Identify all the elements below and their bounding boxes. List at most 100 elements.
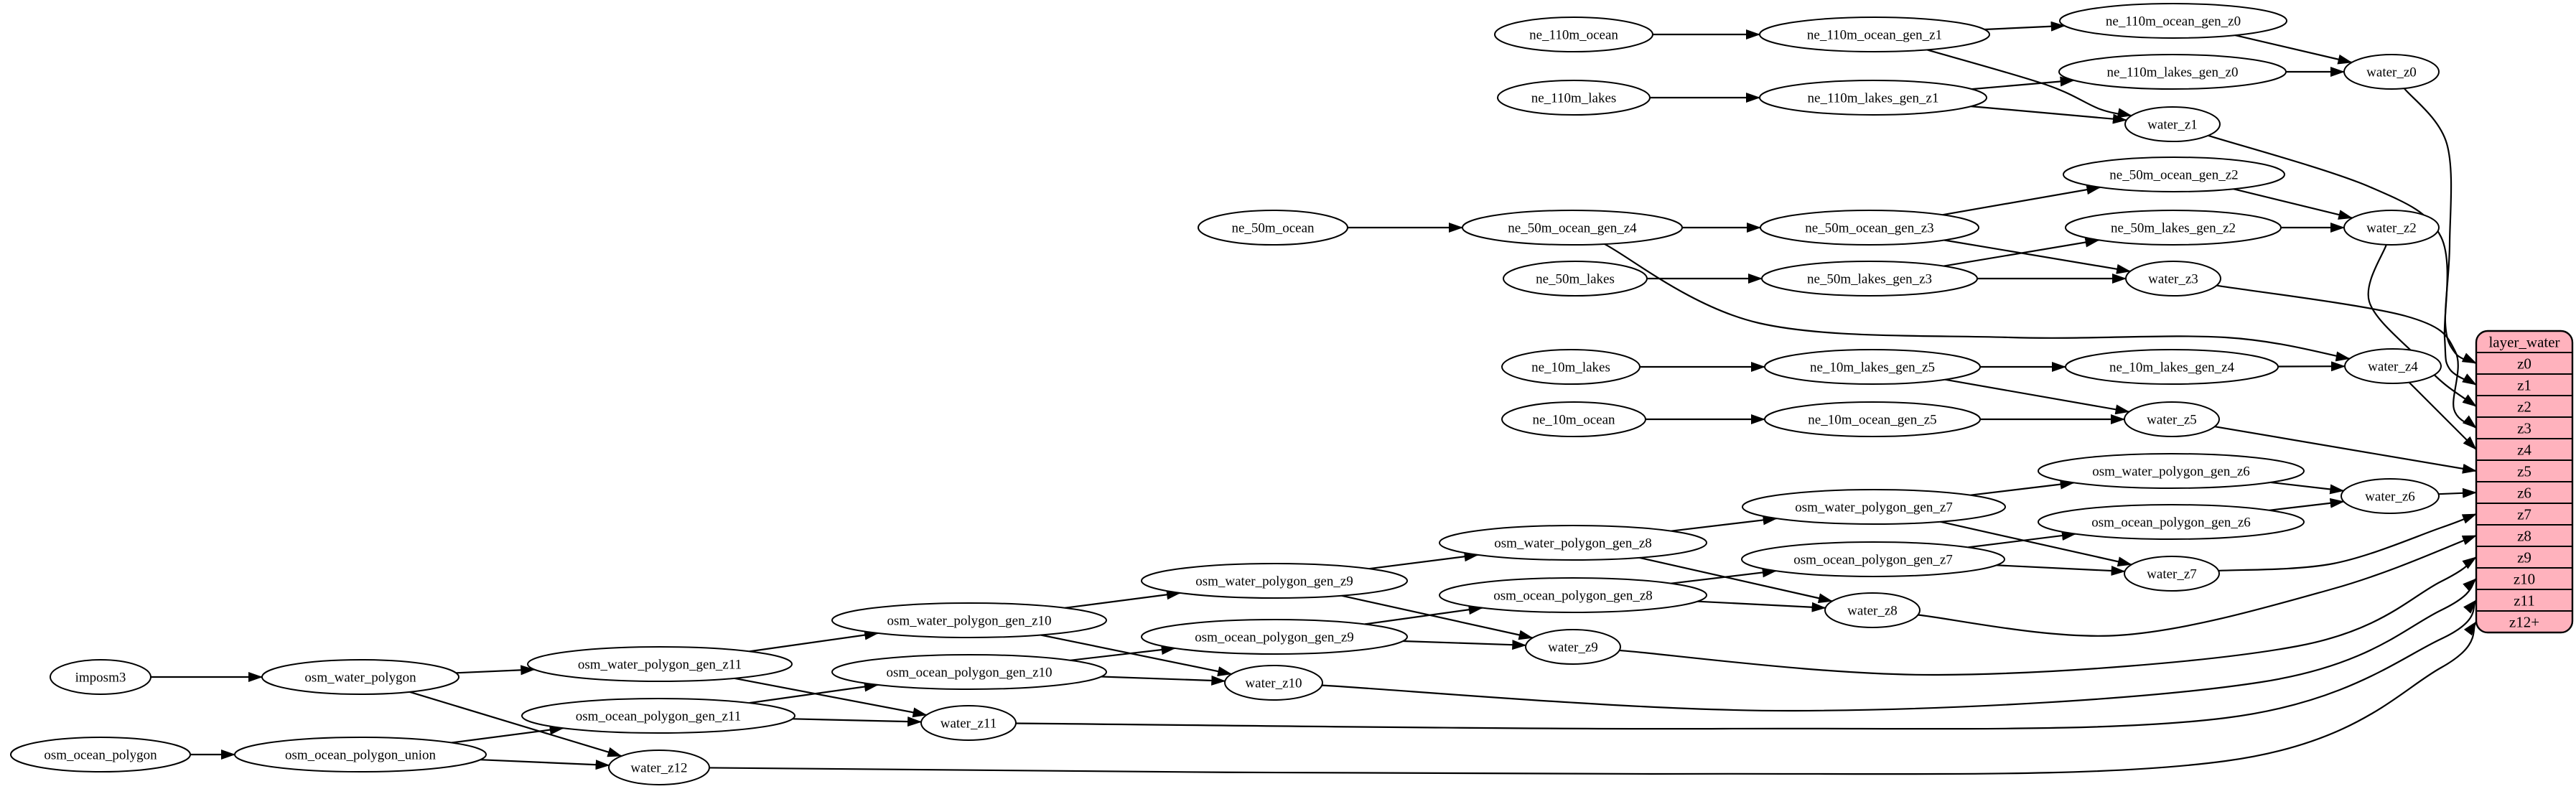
node-label-ne_110m_ocean: ne_110m_ocean: [1529, 28, 1618, 43]
node-shape-water_z4: [2344, 348, 2442, 384]
edge-water_z8-to-z8: [1918, 534, 2477, 637]
edge-osm_water_polygon_gen_z11-to-osm_water_polygon_gen_z10: [749, 630, 879, 653]
node-shape-water_z7: [2124, 556, 2220, 592]
node-shape-water_z11: [920, 705, 1017, 741]
node-ne_50m_ocean_gen_z3: ne_50m_ocean_gen_z3: [1760, 210, 1979, 246]
node-shape-osm_water_polygon_gen_z11: [527, 646, 793, 682]
edge-ne_110m_ocean_gen_z1-to-ne_110m_ocean_gen_z0: [1984, 21, 2066, 32]
edge-osm_ocean_polygon_gen_z9-to-osm_ocean_polygon_gen_z8: [1364, 604, 1483, 625]
edge-osm_ocean_polygon_gen_z10-to-osm_ocean_polygon_gen_z9: [1070, 645, 1176, 661]
table-row-z4: z4: [2517, 441, 2531, 458]
node-label-water_z0: water_z0: [2366, 65, 2417, 80]
node-label-osm_ocean_polygon_gen_z9: osm_ocean_polygon_gen_z9: [1195, 630, 1354, 645]
edge-osm_ocean_polygon_gen_z8-to-water_z8: [1697, 600, 1826, 612]
edge-water_z1-to-z1: [2208, 134, 2477, 386]
node-shape-ne_10m_ocean_gen_z5: [1764, 401, 1981, 437]
node-osm_ocean_polygon_gen_z9: osm_ocean_polygon_gen_z9: [1141, 619, 1408, 655]
edge-ne_50m_lakes_gen_z3-to-ne_50m_lakes_gen_z2: [1943, 237, 2100, 267]
node-water_z12: water_z12: [608, 750, 710, 785]
node-ne_110m_lakes_gen_z1: ne_110m_lakes_gen_z1: [1759, 80, 1987, 116]
table-row-z8: z8: [2517, 527, 2531, 544]
edge-water_z10-to-z10: [1322, 578, 2477, 712]
node-shape-osm_water_polygon_gen_z8: [1439, 525, 1707, 561]
edge-water_z7-to-z7: [2218, 513, 2477, 572]
table-row-z10: z10: [2514, 570, 2535, 587]
layer-water-table-title: layer_water: [2488, 333, 2559, 350]
edge-osm_ocean_polygon_gen_z11-to-osm_ocean_polygon_gen_z10: [749, 681, 879, 704]
node-label-water_z10: water_z10: [1245, 676, 1302, 691]
edge-osm_ocean_polygon_union-to-osm_ocean_polygon_gen_z11: [451, 724, 564, 744]
node-shape-ne_110m_lakes_gen_z1: [1759, 80, 1987, 116]
node-ne_50m_lakes_gen_z2: ne_50m_lakes_gen_z2: [2065, 210, 2282, 246]
node-shape-ne_110m_ocean: [1494, 17, 1653, 52]
node-shape-water_z5: [2124, 401, 2220, 437]
node-osm_ocean_polygon_gen_z11: osm_ocean_polygon_gen_z11: [521, 698, 795, 734]
node-label-osm_ocean_polygon_union: osm_ocean_polygon_union: [285, 748, 437, 763]
node-water_z8: water_z8: [1824, 592, 1921, 628]
edge-osm_water_polygon_gen_z10-to-osm_water_polygon_gen_z9: [1064, 589, 1181, 609]
node-label-ne_110m_ocean_gen_z0: ne_110m_ocean_gen_z0: [2106, 14, 2241, 29]
node-osm_water_polygon_gen_z6: osm_water_polygon_gen_z6: [2038, 453, 2305, 489]
node-water_z11: water_z11: [920, 705, 1017, 741]
node-shape-ne_10m_lakes_gen_z4: [2065, 349, 2279, 385]
node-label-osm_water_polygon: osm_water_polygon: [304, 671, 416, 686]
node-shape-water_z8: [1824, 592, 1921, 628]
node-shape-osm_water_polygon_gen_z6: [2038, 453, 2305, 489]
node-shape-ne_110m_lakes_gen_z0: [2058, 54, 2287, 90]
edge-ne_110m_lakes_gen_z1-to-ne_110m_lakes_gen_z0: [1971, 76, 2075, 90]
edge-osm_water_polygon_gen_z10-to-water_z10: [1040, 634, 1233, 676]
node-shape-osm_water_polygon_gen_z9: [1141, 563, 1408, 599]
edge-osm_water_polygon-to-water_z12: [409, 691, 622, 757]
node-shape-ne_50m_lakes_gen_z3: [1761, 261, 1978, 297]
node-shape-ne_10m_lakes: [1501, 349, 1641, 385]
node-ne_50m_ocean: ne_50m_ocean: [1198, 210, 1348, 246]
node-shape-osm_ocean_polygon_union: [234, 737, 487, 772]
table-row-z9: z9: [2517, 548, 2531, 566]
node-ne_10m_lakes_gen_z5: ne_10m_lakes_gen_z5: [1764, 349, 1981, 385]
node-water_z10: water_z10: [1224, 665, 1323, 701]
node-label-osm_water_polygon_gen_z10: osm_water_polygon_gen_z10: [887, 614, 1051, 629]
edge-osm_ocean_polygon_gen_z7-to-osm_ocean_polygon_gen_z6: [1968, 531, 2076, 548]
node-label-ne_10m_lakes: ne_10m_lakes: [1531, 360, 1610, 375]
node-ne_50m_lakes: ne_50m_lakes: [1503, 261, 1648, 297]
node-label-water_z8: water_z8: [1847, 604, 1898, 619]
node-shape-ne_50m_ocean_gen_z2: [2063, 157, 2285, 192]
node-ne_50m_ocean_gen_z2: ne_50m_ocean_gen_z2: [2063, 157, 2285, 192]
node-shape-ne_50m_lakes_gen_z2: [2065, 210, 2282, 246]
node-ne_10m_ocean: ne_10m_ocean: [1501, 401, 1646, 437]
node-label-osm_ocean_polygon_gen_z11: osm_ocean_polygon_gen_z11: [576, 709, 741, 724]
edge-osm_water_polygon_gen_z8-to-osm_water_polygon_gen_z7: [1671, 515, 1778, 532]
table-row-z6: z6: [2517, 484, 2531, 501]
edge-water_z9-to-z9: [1619, 556, 2477, 676]
node-shape-water_z6: [2341, 478, 2440, 514]
table-row-z1: z1: [2517, 376, 2531, 393]
node-shape-water_z3: [2125, 261, 2221, 297]
node-water_z0: water_z0: [2343, 54, 2440, 90]
node-label-osm_water_polygon_gen_z11: osm_water_polygon_gen_z11: [578, 658, 742, 673]
node-label-ne_50m_ocean_gen_z3: ne_50m_ocean_gen_z3: [1805, 221, 1933, 236]
node-shape-ne_50m_ocean: [1198, 210, 1348, 246]
node-label-water_z11: water_z11: [941, 716, 997, 732]
edge-osm_ocean_polygon_gen_z9-to-water_z9: [1403, 640, 1527, 650]
node-water_z2: water_z2: [2343, 210, 2440, 246]
node-shape-osm_ocean_polygon: [10, 737, 191, 772]
node-label-water_z5: water_z5: [2147, 413, 2197, 428]
node-shape-osm_ocean_polygon_gen_z6: [2038, 504, 2305, 540]
node-osm_water_polygon_gen_z11: osm_water_polygon_gen_z11: [527, 646, 793, 682]
node-label-ne_110m_lakes_gen_z1: ne_110m_lakes_gen_z1: [1808, 91, 1939, 106]
node-label-ne_50m_ocean_gen_z4: ne_50m_ocean_gen_z4: [1508, 221, 1637, 236]
table-row-z7: z7: [2517, 505, 2531, 523]
edge-ne_50m_ocean_gen_z3-to-water_z3: [1943, 239, 2132, 274]
node-label-water_z9: water_z9: [1548, 640, 1598, 655]
node-label-ne_50m_lakes_gen_z2: ne_50m_lakes_gen_z2: [2111, 221, 2236, 236]
edge-osm_ocean_polygon_gen_z8-to-osm_ocean_polygon_gen_z7: [1671, 567, 1777, 584]
table-row-z0: z0: [2517, 355, 2531, 372]
node-label-water_z6: water_z6: [2365, 490, 2415, 505]
node-label-osm_ocean_polygon_gen_z8: osm_ocean_polygon_gen_z8: [1493, 589, 1653, 604]
node-shape-osm_ocean_polygon_gen_z10: [831, 654, 1107, 690]
edge-water_z6-to-z6: [2438, 487, 2477, 498]
layer-water-table: layer_waterz0z1z2z3z4z5z6z7z8z9z10z11z12…: [2475, 330, 2574, 634]
node-ne_110m_ocean: ne_110m_ocean: [1494, 17, 1653, 52]
node-label-water_z7: water_z7: [2147, 567, 2197, 582]
